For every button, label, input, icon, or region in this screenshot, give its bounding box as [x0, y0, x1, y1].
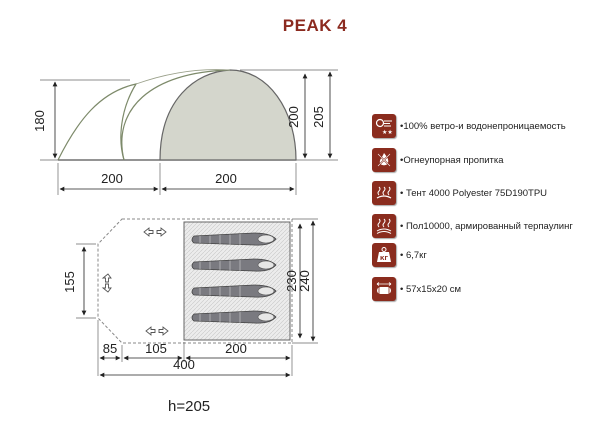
dim-200-right-label: 200: [215, 171, 237, 186]
sleeping-bag: [191, 284, 277, 298]
page-title: PEAK 4: [282, 16, 348, 35]
sleeping-bag: [191, 232, 277, 246]
feature-label: • 6,7кг: [400, 249, 427, 261]
sleeping-bags: [191, 232, 277, 324]
feature-label: • 57x15x20 см: [400, 283, 462, 295]
dim-230-label: 230: [284, 270, 299, 292]
side-view: 180 200 205 200 200: [32, 69, 338, 195]
dim-400-label: 400: [173, 357, 195, 372]
weight-icon: КГ: [372, 243, 396, 267]
feature-label: •Огнеупорная пропитка: [400, 154, 504, 166]
dim-85-label: 85: [103, 341, 117, 356]
feature-packed-size: • 57x15x20 см: [372, 277, 461, 301]
frame-arc-inner: [135, 69, 231, 85]
feature-label: • Пол10000, армированный терпаулинг: [400, 220, 573, 232]
height-note: h=205: [168, 398, 211, 415]
sleeping-bag: [191, 310, 277, 324]
feature-fly-fabric: • Тент 4000 Polyester 75D190TPU: [372, 181, 547, 205]
floor-icon: [372, 214, 396, 238]
feature-label: •100% ветро-и водонепроницаемость: [400, 120, 566, 132]
dim-105-label: 105: [145, 341, 167, 356]
vent-arrows-top: [143, 227, 167, 237]
dim-155-label: 155: [62, 271, 77, 293]
vent-arrows-bottom: [145, 326, 169, 336]
dim-180-label: 180: [32, 110, 47, 132]
dim-205-label: 205: [311, 106, 326, 128]
svg-text:КГ: КГ: [380, 256, 388, 262]
feature-label: • Тент 4000 Polyester 75D190TPU: [400, 187, 548, 199]
fire-resistant-icon: [372, 148, 396, 172]
fabric-heat-icon: [372, 181, 396, 205]
dim-200-left-label: 200: [101, 171, 123, 186]
dim-240-label: 240: [297, 270, 312, 292]
bag-size-icon: [372, 277, 396, 301]
feature-weight: КГ • 6,7кг: [372, 243, 427, 267]
feature-floor: • Пол10000, армированный терпаулинг: [372, 214, 573, 238]
vent-arrows-side: [101, 273, 112, 293]
sleeping-bag: [191, 258, 277, 272]
dome-body: [159, 69, 297, 161]
wind-rain-icon: ★★: [372, 114, 396, 138]
vestibule-outline: [57, 83, 138, 161]
dim-200-height-label: 200: [286, 106, 301, 128]
feature-fire-resistant: •Огнеупорная пропитка: [372, 148, 504, 172]
feature-waterproof: ★★ •100% ветро-и водонепроницаемость: [372, 114, 566, 138]
dim-200-inner-label: 200: [225, 341, 247, 356]
svg-text:★★: ★★: [382, 129, 393, 136]
frame-arc: [121, 69, 231, 161]
plan-view: 155 230 240 85 105 200 400: [62, 218, 318, 378]
